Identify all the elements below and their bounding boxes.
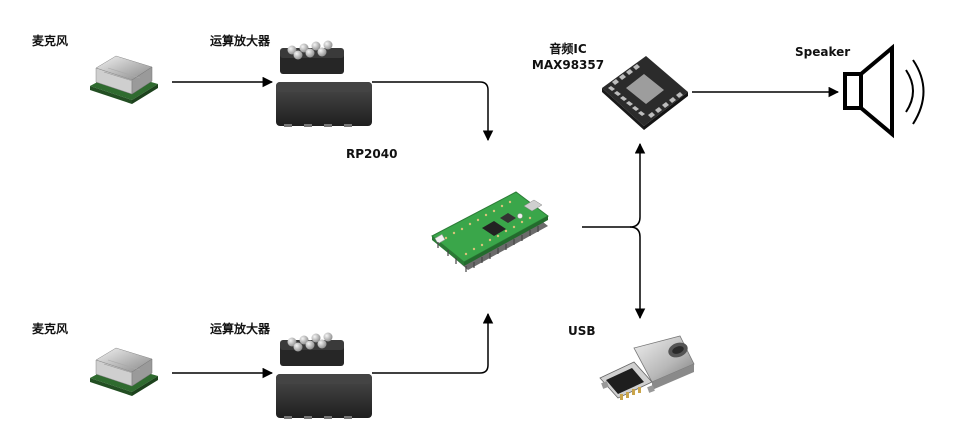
label-rp2040: RP2040 [346,147,398,161]
pico-board-icon [431,191,549,272]
label-opamp-top: 运算放大器 [210,34,271,48]
usb-c-connector-icon [599,335,695,400]
label-mic-top: 麦克风 [32,34,69,48]
speaker-icon [843,43,925,139]
label-opamp-bottom: 运算放大器 [210,322,271,336]
opamp-chip-icon [276,40,372,127]
arrow-rp2040-to-audio-ic [582,142,646,228]
label-mic-bottom: 麦克风 [32,322,69,336]
arrow-rp2040-to-usb [629,226,646,320]
mems-microphone-icon [90,347,158,396]
label-speaker: Speaker [795,45,851,59]
opamp-chip-icon [276,332,372,419]
label-audio-ic-line1: 音频IC [549,42,587,56]
mems-microphone-icon [90,55,158,104]
qfn-chip-icon [602,56,688,130]
arrow-opamp-top-to-rp2040 [372,81,494,142]
label-usb: USB [568,324,596,338]
arrow-opamp-bottom-to-rp2040 [372,312,494,374]
connections [172,76,840,379]
label-audio-ic-line2: MAX98357 [531,58,605,72]
